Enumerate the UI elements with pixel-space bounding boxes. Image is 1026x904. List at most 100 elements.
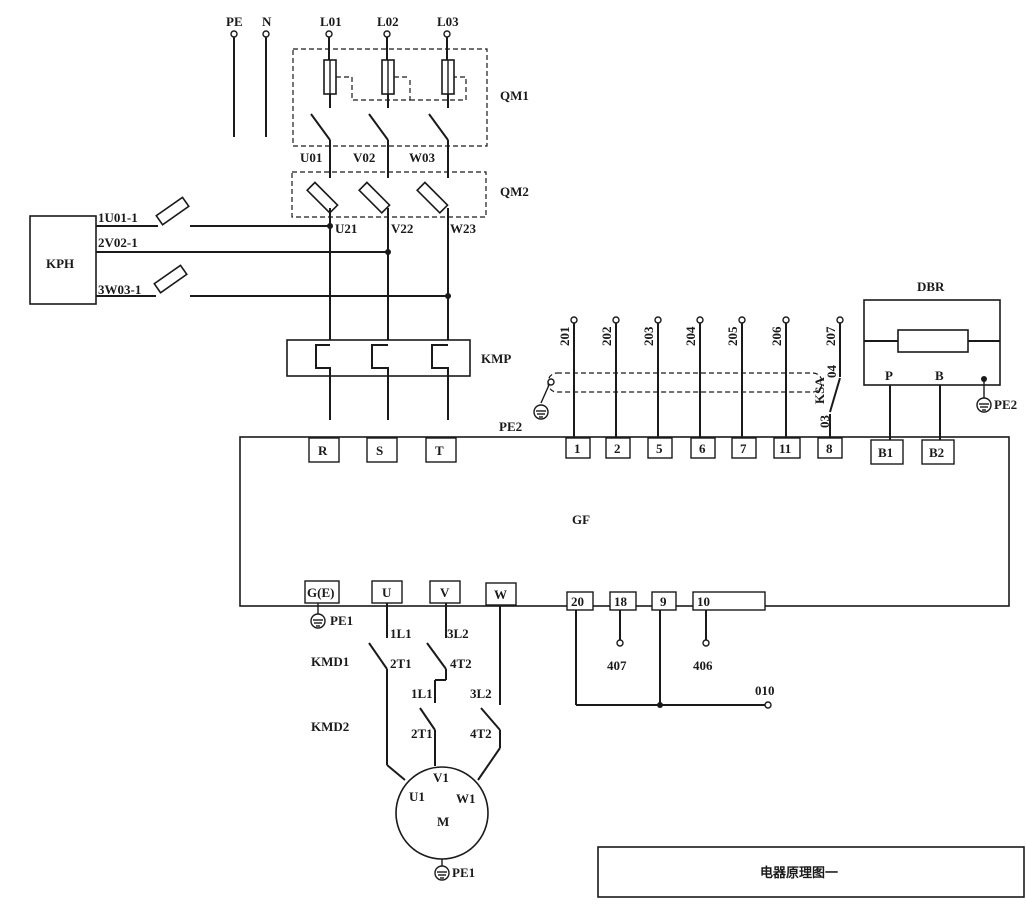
gf-pe2-label: PE2 — [499, 419, 522, 434]
w03-label: W03 — [409, 150, 436, 165]
svg-text:G(E): G(E) — [307, 585, 334, 600]
svg-text:2: 2 — [614, 441, 621, 456]
svg-text:8: 8 — [826, 441, 833, 456]
terminal-1: 1 — [565, 437, 591, 459]
ksa-04-label: 04 — [824, 365, 839, 379]
ksa-03-label: 03 — [817, 415, 832, 429]
svg-text:U: U — [382, 585, 392, 600]
l02-label: L02 — [377, 14, 399, 29]
wire-1l1-label: 1L1 — [390, 626, 412, 641]
kph-label: KPH — [46, 256, 74, 271]
svg-text:W: W — [494, 587, 507, 602]
wire-205-label: 205 — [725, 326, 740, 346]
dbr-resistor: DBR P B PE2 — [863, 279, 1017, 440]
l03-label: L03 — [437, 14, 459, 29]
gf-bottom-terminals: G(E) U V W 20 18 9 10 — [304, 580, 766, 611]
wire-202-label: 202 — [599, 327, 614, 347]
qm1-breaker: QM1 U01 V02 W03 — [292, 37, 529, 178]
gf-top-terminals: R S T 1 2 5 6 7 — [308, 437, 955, 465]
wire-201-label: 201 — [557, 327, 572, 347]
terminal-r: R — [308, 437, 340, 463]
wire-2t1-label: 2T1 — [390, 656, 412, 671]
wire-207-label: 207 — [823, 326, 838, 346]
w23-label: W23 — [450, 221, 477, 236]
gf-label: GF — [572, 512, 590, 527]
kmp-label: KMP — [481, 351, 511, 366]
shield-ground-icon — [533, 404, 549, 420]
svg-text:B1: B1 — [878, 445, 893, 460]
kph-wire-2-label: 2V02-1 — [98, 235, 138, 250]
svg-text:B2: B2 — [929, 445, 944, 460]
wire-204-label: 204 — [683, 326, 698, 346]
terminal-u: U — [371, 580, 403, 604]
wire-206-label: 206 — [769, 326, 784, 346]
supply-lines: PE N L01 L02 L03 — [226, 14, 459, 137]
svg-text:7: 7 — [740, 441, 747, 456]
svg-text:11: 11 — [779, 441, 791, 456]
control-wires: 201 202 203 204 205 206 207 KSA 04 03 — [533, 316, 844, 438]
kph-wire-3-label: 3W03-1 — [98, 282, 141, 297]
terminal-18: 18 — [609, 591, 637, 611]
svg-text:T: T — [435, 443, 444, 458]
signal-wiring: 407 406 010 — [575, 610, 775, 709]
motor-u1-label: U1 — [409, 789, 425, 804]
wire-3l2-label: 3L2 — [447, 626, 469, 641]
terminal-w: W — [485, 582, 517, 606]
svg-text:10: 10 — [697, 594, 710, 609]
motor-ground-icon — [434, 865, 450, 881]
output-contactors: KMD1 KMD2 1L1 3L2 2T1 4T2 1L1 3L2 2T1 4T… — [311, 603, 501, 781]
dbr-pe2-label: PE2 — [994, 397, 1017, 412]
title-block-label: 电器原理图一 — [760, 865, 838, 881]
svg-text:18: 18 — [614, 594, 628, 609]
motor-pe1-label: PE1 — [452, 865, 475, 880]
terminal-v: V — [429, 580, 461, 604]
svg-text:V: V — [440, 585, 450, 600]
terminal-407-label: 407 — [607, 658, 627, 673]
ksa-label: KSA — [812, 377, 827, 404]
motor: M U1 V1 W1 PE1 — [395, 766, 489, 881]
terminal-010-label: 010 — [755, 683, 775, 698]
l01-label: L01 — [320, 14, 342, 29]
motor-w1-label: W1 — [456, 791, 476, 806]
wire-2t1-b-label: 2T1 — [411, 726, 433, 741]
svg-text:S: S — [376, 443, 383, 458]
terminal-b2: B2 — [921, 439, 955, 465]
terminal-2: 2 — [605, 437, 631, 459]
kph-branch: KPH 1U01-1 2V02-1 3W03-1 — [29, 196, 451, 305]
kmp-contactor: KMP — [286, 339, 511, 420]
qm1-label: QM1 — [500, 88, 529, 103]
terminal-g-e: G(E) — [304, 580, 340, 604]
motor-v1-label: V1 — [433, 770, 449, 785]
svg-text:20: 20 — [571, 594, 584, 609]
terminal-7: 7 — [731, 437, 757, 459]
svg-text:6: 6 — [699, 441, 706, 456]
gf-inverter: GF PE2 — [239, 419, 1010, 607]
terminal-20: 20 — [566, 591, 594, 611]
gf-ground: PE1 — [310, 603, 353, 629]
terminal-5: 5 — [647, 437, 673, 459]
v22-label: V22 — [391, 221, 413, 236]
dbr-ground-icon — [976, 397, 992, 413]
gf-pe1-label: PE1 — [330, 613, 353, 628]
wire-203-label: 203 — [641, 326, 656, 346]
wire-4t2-label: 4T2 — [450, 656, 472, 671]
terminal-11: 11 — [773, 437, 801, 459]
svg-text:R: R — [318, 443, 328, 458]
terminal-b1: B1 — [870, 439, 904, 465]
kmd2-label: KMD2 — [311, 719, 349, 734]
v02-label: V02 — [353, 150, 375, 165]
wire-1l1-b-label: 1L1 — [411, 686, 433, 701]
pe-label: PE — [226, 14, 243, 29]
qm2-label: QM2 — [500, 184, 529, 199]
svg-text:9: 9 — [660, 594, 667, 609]
terminal-t: T — [425, 437, 457, 463]
dbr-p-label: P — [885, 368, 893, 383]
terminal-6: 6 — [690, 437, 716, 459]
svg-text:1: 1 — [574, 441, 581, 456]
terminal-406-label: 406 — [693, 658, 713, 673]
qm2-fuses: QM2 U21 V22 W23 — [291, 171, 529, 345]
kmd1-label: KMD1 — [311, 654, 349, 669]
u21-label: U21 — [335, 221, 357, 236]
terminal-9: 9 — [651, 591, 677, 611]
